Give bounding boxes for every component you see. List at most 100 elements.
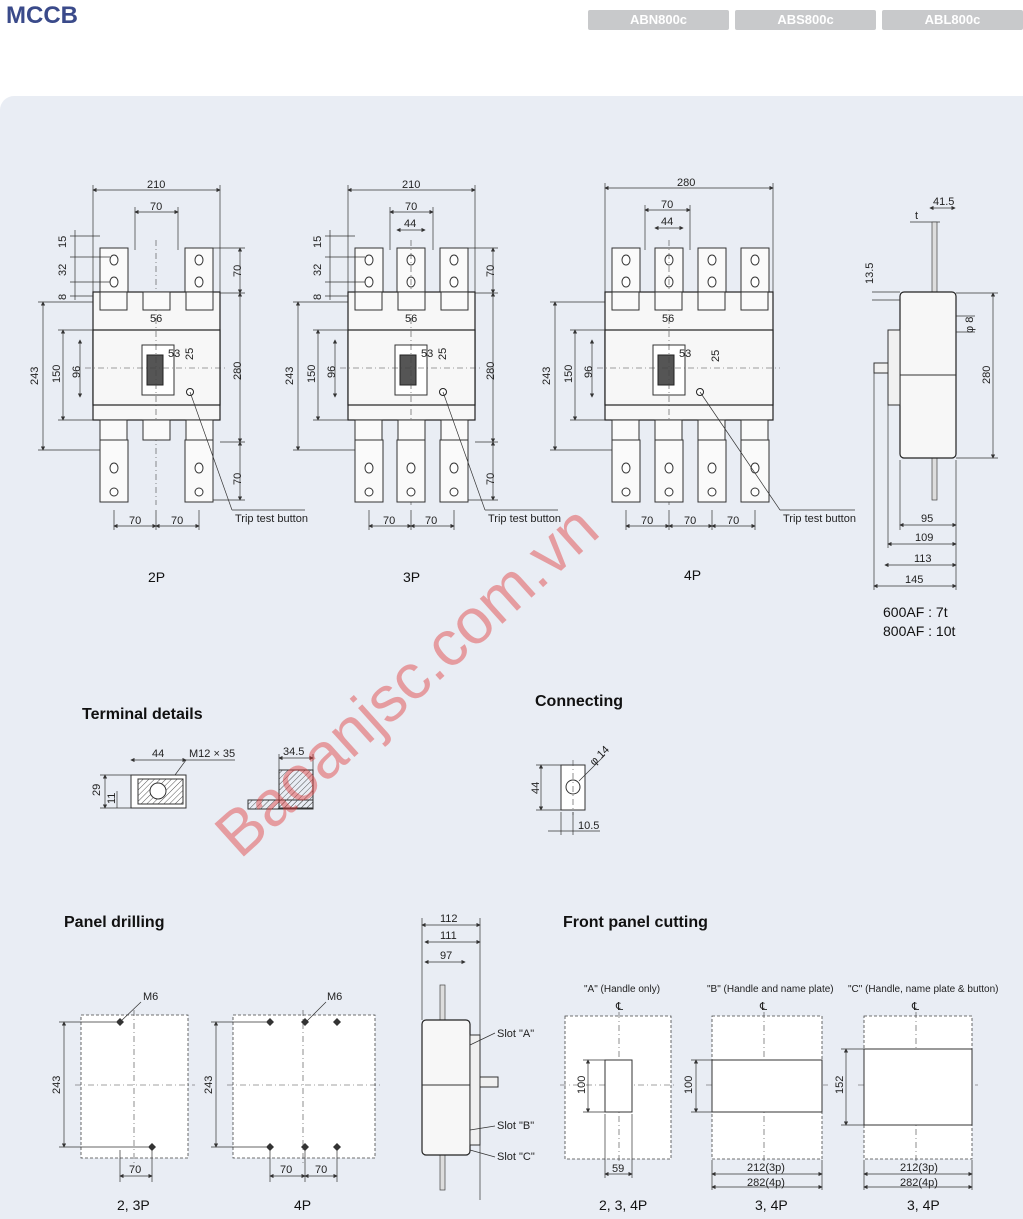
drill-left-243: 243 (51, 1076, 63, 1094)
cut-b-label: "B" (Handle and name plate) (707, 984, 834, 995)
connecting-title: Connecting (535, 693, 623, 710)
outline-3p: 210 70 44 15 32 8 (284, 179, 561, 585)
dim-3p-15: 15 (312, 236, 324, 248)
dim-3p-b2: 70 (425, 515, 437, 527)
dim-4p-b1: 70 (641, 515, 653, 527)
trip-label-2p: Trip test button (235, 513, 308, 525)
dim-4p-b3: 70 (727, 515, 739, 527)
dim-3p-pitch: 70 (405, 201, 417, 213)
trip-label-3p: Trip test button (488, 513, 561, 525)
dim-3p-8: 8 (312, 294, 324, 300)
slot-a-label: Slot "A" (497, 1028, 534, 1040)
drill-left-m6: M6 (143, 991, 158, 1003)
cutting-title: Front panel cutting (563, 914, 708, 931)
dim-2p-96: 96 (71, 366, 83, 378)
dim-4p-width: 280 (677, 177, 695, 189)
cut-c-152: 152 (834, 1076, 846, 1094)
dim-side-phi8: φ 8 (964, 317, 976, 333)
dim-side-109: 109 (915, 532, 933, 544)
caption-2p: 2P (148, 569, 165, 585)
terminal-title: Terminal details (82, 706, 203, 723)
dim-2p-bot70: 70 (232, 473, 244, 485)
outline-2p: 210 70 (29, 179, 308, 585)
connecting: Connecting φ 14 44 10.5 (530, 693, 623, 835)
caption-4p: 4P (684, 567, 701, 583)
dim-2p-150: 150 (51, 365, 63, 383)
side-note-600af: 600AF : 7t (883, 604, 948, 620)
dim-2p-pitch: 70 (150, 201, 162, 213)
front-panel-cutting: Front panel cutting "A" (Handle only) ℄ … (560, 914, 999, 1213)
dim-4p-b2: 70 (684, 515, 696, 527)
cut-c-282: 282(4p) (900, 1177, 938, 1189)
dim-2p-243: 243 (29, 367, 41, 385)
dim-2p-25: 25 (184, 348, 196, 360)
dim-3p-44: 44 (404, 218, 416, 230)
dim-side-41-5: 41.5 (933, 196, 954, 208)
dim-4p-pitch: 70 (661, 199, 673, 211)
outline-4p: 280 70 44 243 (541, 177, 856, 583)
install-97: 97 (440, 950, 452, 962)
tab-abl800c[interactable]: ABL800c (882, 10, 1023, 30)
term-screw: M12 × 35 (189, 748, 235, 760)
drill-right-70b: 70 (315, 1164, 327, 1176)
cut-b-100: 100 (683, 1076, 695, 1094)
slot-b-label: Slot "B" (497, 1120, 534, 1132)
cut-c-cl: ℄ (911, 1001, 919, 1013)
dim-3p-243: 243 (284, 367, 296, 385)
dim-3p-width: 210 (402, 179, 420, 191)
cut-a-label: "A" (Handle only) (584, 984, 660, 995)
dim-2p-width: 210 (147, 179, 165, 191)
dim-term-11: 11 (106, 793, 118, 804)
dim-2p-280: 280 (232, 362, 244, 380)
dim-2p-15: 15 (57, 236, 69, 248)
dim-term-44: 44 (152, 748, 164, 760)
dim-side-145: 145 (905, 574, 923, 586)
slot-c-label: Slot "C" (497, 1151, 535, 1163)
dim-2p-32: 32 (57, 264, 69, 276)
cut-b-cl: ℄ (759, 1001, 767, 1013)
dim-conn-44: 44 (530, 782, 542, 794)
terminal-details: Terminal details 44 M12 × 35 29 11 34.5 (82, 706, 314, 810)
cut-c-212: 212(3p) (900, 1162, 938, 1174)
cut-b-212: 212(3p) (747, 1162, 785, 1174)
drill-right-m6: M6 (327, 991, 342, 1003)
drill-left-caption: 2, 3P (117, 1197, 150, 1213)
cut-a-59: 59 (612, 1163, 624, 1175)
side-view: 41.5 t 13.5 φ 8 280 95 109 113 145 600AF… (864, 196, 998, 639)
dim-3p-top70: 70 (485, 265, 497, 277)
dim-4p-150: 150 (563, 365, 575, 383)
dim-4p-25: 25 (710, 350, 722, 362)
dim-term-34-5: 34.5 (283, 746, 304, 758)
tab-abn800c[interactable]: ABN800c (588, 10, 729, 30)
dim-3p-53: 53 (421, 348, 433, 360)
dim-2p-b2: 70 (171, 515, 183, 527)
dim-side-113: 113 (914, 553, 932, 565)
dim-2p-8: 8 (57, 294, 69, 300)
dim-2p-53: 53 (168, 348, 180, 360)
dim-side-t: t (915, 210, 918, 222)
trip-label-4p: Trip test button (783, 513, 856, 525)
side-note-800af: 800AF : 10t (883, 623, 955, 639)
drill-right-243: 243 (203, 1076, 215, 1094)
dim-3p-150: 150 (306, 365, 318, 383)
panel-drilling: Panel drilling M6 243 70 2, 3P M6 243 (51, 913, 535, 1213)
cut-c-label: "C" (Handle, name plate & button) (848, 984, 999, 995)
model-tabs: ABN800c ABS800c ABL800c (588, 10, 1023, 30)
dim-4p-56: 56 (662, 313, 674, 325)
dim-4p-44: 44 (661, 216, 673, 228)
tab-abs800c[interactable]: ABS800c (735, 10, 876, 30)
drill-right-caption: 4P (294, 1197, 311, 1213)
drilling-title: Panel drilling (64, 914, 164, 931)
dim-side-13-5: 13.5 (864, 263, 876, 284)
dim-4p-53: 53 (679, 348, 691, 360)
dim-3p-bot70: 70 (485, 473, 497, 485)
dim-3p-280: 280 (485, 362, 497, 380)
dim-term-29: 29 (91, 784, 103, 796)
caption-3p: 3P (403, 569, 420, 585)
cut-b-caption: 3, 4P (755, 1197, 788, 1213)
drill-left-70: 70 (129, 1164, 141, 1176)
dim-side-95: 95 (921, 513, 933, 525)
dim-2p-b1: 70 (129, 515, 141, 527)
drill-right-70a: 70 (280, 1164, 292, 1176)
watermark: Baoanjsc.com.vn (201, 491, 611, 871)
